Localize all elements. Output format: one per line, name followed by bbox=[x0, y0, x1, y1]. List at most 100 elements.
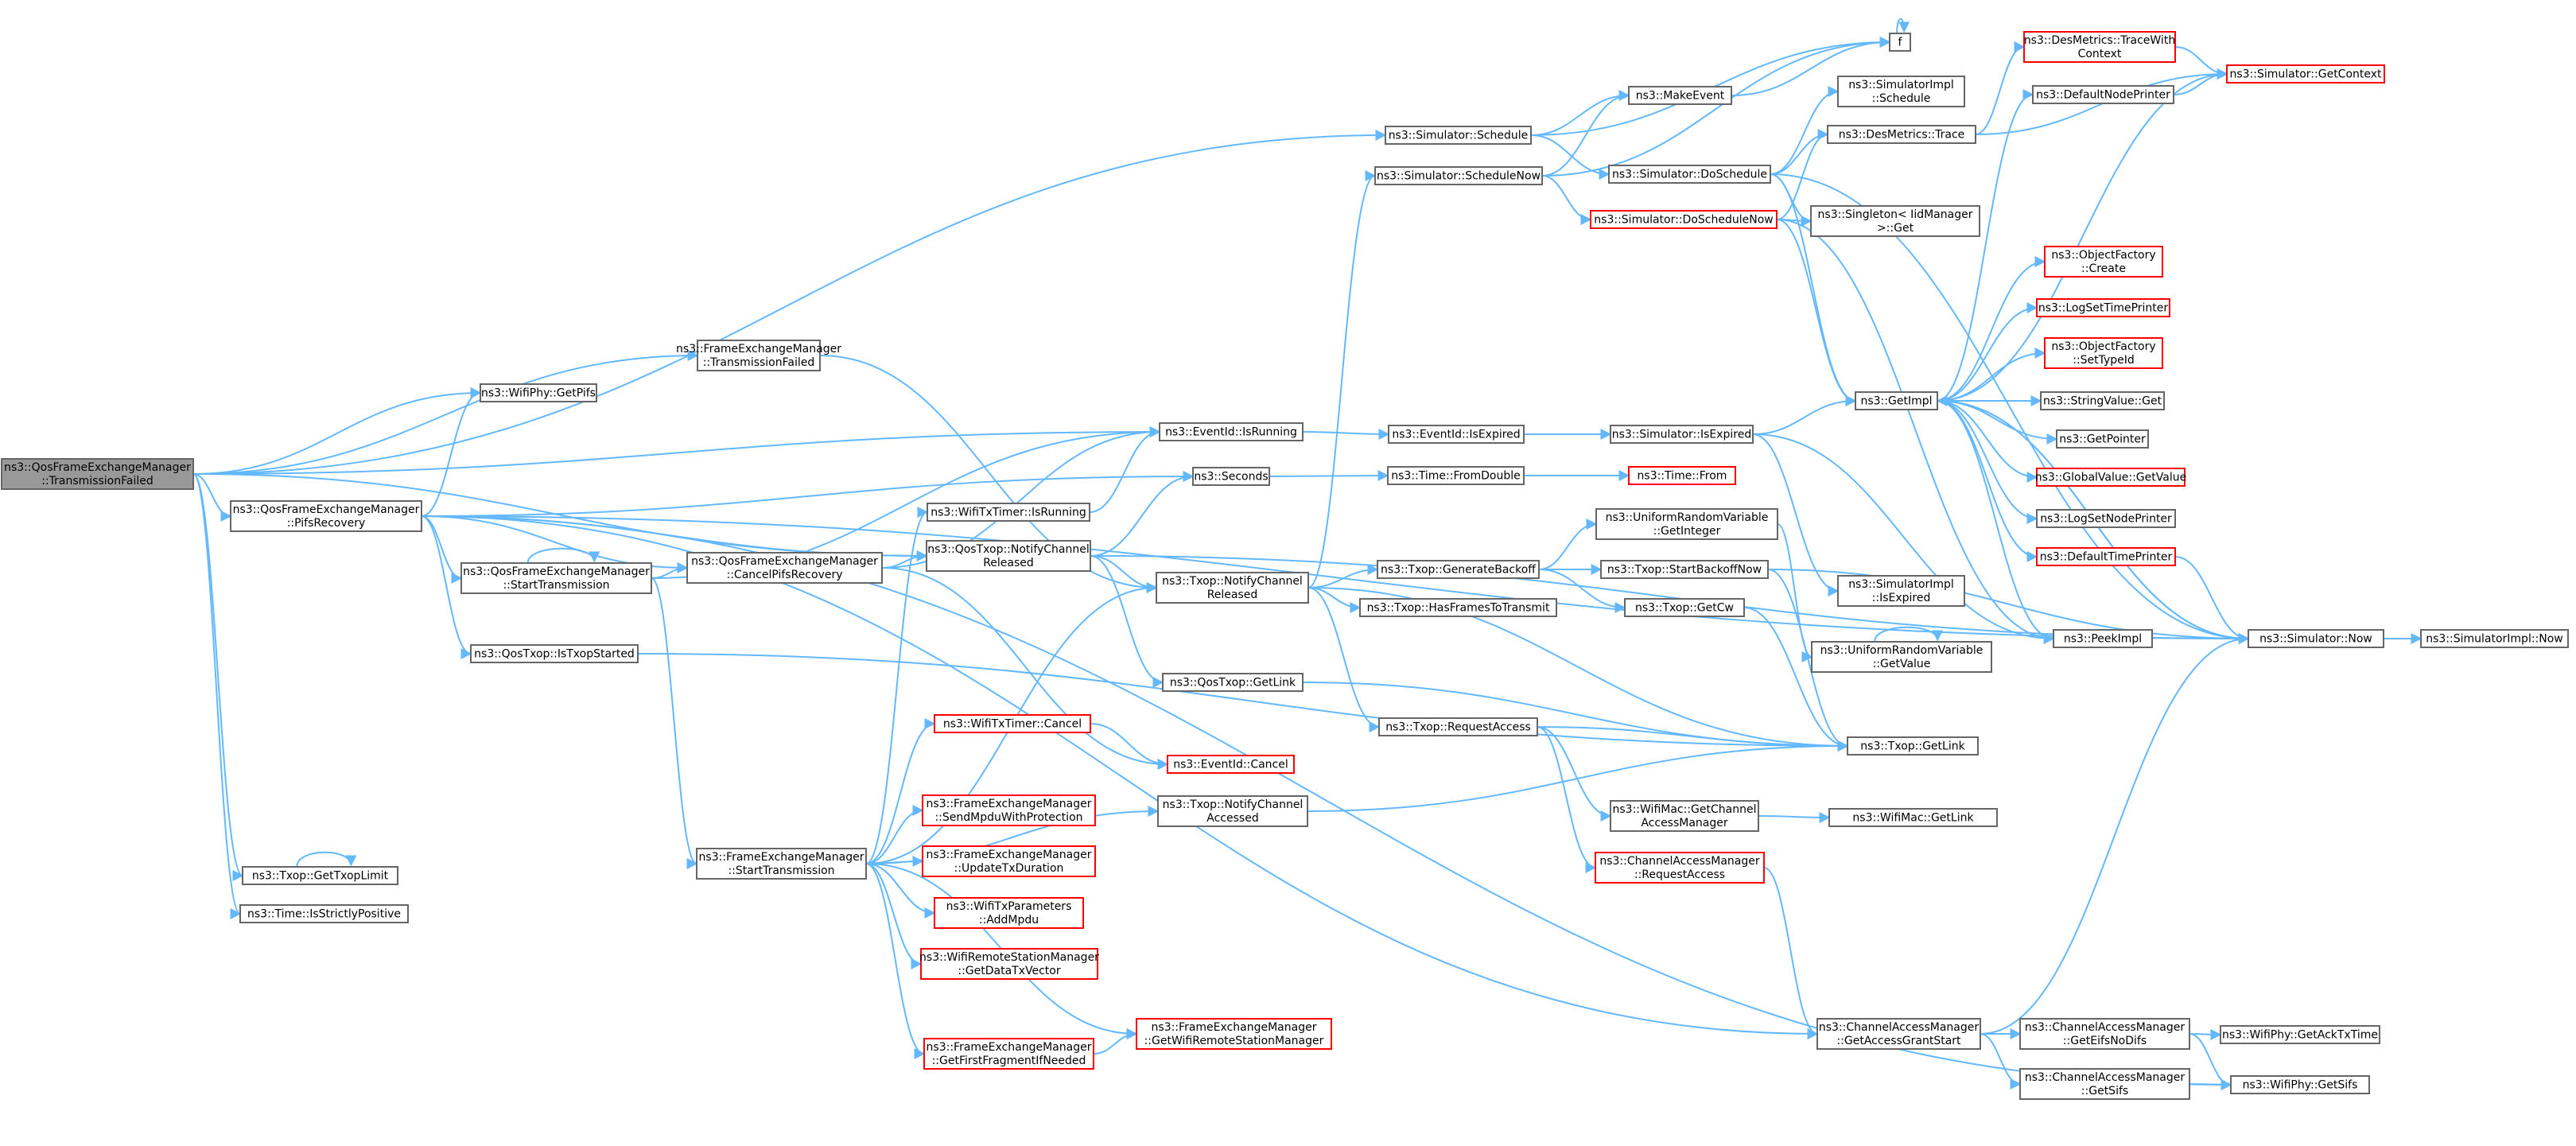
node-getacktxtime[interactable]: ns3::WifiPhy::GetAckTxTime bbox=[2220, 1025, 2380, 1044]
node-box bbox=[2420, 629, 2569, 648]
node-generatebackoff[interactable]: ns3::Txop::GenerateBackoff bbox=[1377, 560, 1540, 579]
node-fem_starttx[interactable]: ns3::FrameExchangeManager::StartTransmis… bbox=[696, 848, 867, 880]
node-label: ns3::Seconds bbox=[1194, 471, 1268, 484]
node-box bbox=[926, 540, 1091, 572]
node-istxopstarted[interactable]: ns3::QosTxop::IsTxopStarted bbox=[470, 644, 639, 663]
node-txop_getlink[interactable]: ns3::Txop::GetLink bbox=[1847, 736, 1979, 756]
node-label: ns3::Txop::NotifyChannel bbox=[1163, 798, 1304, 811]
node-simimpl_isexpired[interactable]: ns3::SimulatorImpl::IsExpired bbox=[1837, 575, 1965, 607]
node-getaccessgrantstart[interactable]: ns3::ChannelAccessManager::GetAccessGran… bbox=[1816, 1018, 1981, 1050]
node-requestaccess[interactable]: ns3::Txop::RequestAccess bbox=[1378, 717, 1538, 736]
node-seconds[interactable]: ns3::Seconds bbox=[1192, 467, 1270, 486]
node-simimpl_schedule[interactable]: ns3::SimulatorImpl::Schedule bbox=[1837, 76, 1965, 107]
node-getwrsm[interactable]: ns3::FrameExchangeManager::GetWifiRemote… bbox=[1136, 1018, 1332, 1050]
node-label: ns3::EventId::IsExpired bbox=[1392, 429, 1520, 441]
node-label: ns3::FrameExchangeManager bbox=[676, 343, 841, 355]
node-wifiphy_getpifs[interactable]: ns3::WifiPhy::GetPifs bbox=[480, 383, 597, 402]
node-pifsrecovery[interactable]: ns3::QosFrameExchangeManager::PifsRecove… bbox=[230, 500, 422, 532]
node-label: ns3::Txop::NotifyChannel bbox=[1162, 575, 1303, 588]
node-sim_now[interactable]: ns3::Simulator::Now bbox=[2248, 629, 2384, 648]
node-box bbox=[1159, 422, 1304, 441]
node-label: ::SetTypeId bbox=[2073, 354, 2135, 367]
node-cancelpifs[interactable]: ns3::QosFrameExchangeManager::CancelPifs… bbox=[686, 552, 883, 584]
node-hasframes[interactable]: ns3::Txop::HasFramesToTransmit bbox=[1359, 598, 1557, 617]
node-logsetnodeprinter[interactable]: ns3::LogSetNodePrinter bbox=[2036, 509, 2176, 528]
node-fem_txfailed[interactable]: ns3::FrameExchangeManager::TransmissionF… bbox=[676, 340, 841, 371]
node-f[interactable]: f bbox=[1889, 33, 1911, 52]
node-doschedulenow[interactable]: ns3::Simulator::DoScheduleNow bbox=[1590, 210, 1778, 229]
node-box bbox=[1192, 467, 1270, 486]
node-getvalue_rv[interactable]: ns3::UniformRandomVariable::GetValue bbox=[1811, 641, 1992, 673]
node-txtimer_isrunning[interactable]: ns3::WifiTxTimer::IsRunning bbox=[927, 503, 1090, 522]
node-box bbox=[2040, 391, 2165, 410]
node-sendmpdu[interactable]: ns3::FrameExchangeManager::SendMpduWithP… bbox=[922, 794, 1096, 826]
node-gettxoplimit[interactable]: ns3::Txop::GetTxopLimit bbox=[242, 866, 398, 885]
node-cam_requestaccess[interactable]: ns3::ChannelAccessManager::RequestAccess bbox=[1595, 852, 1765, 884]
node-geteifsnodifs[interactable]: ns3::ChannelAccessManager::GetEifsNoDifs bbox=[2019, 1018, 2190, 1050]
node-sim_schedulenow[interactable]: ns3::Simulator::ScheduleNow bbox=[1374, 166, 1543, 185]
node-label: f bbox=[1898, 37, 1903, 49]
node-getimpl[interactable]: ns3::GetImpl bbox=[1855, 391, 1938, 410]
node-getfirstfragment[interactable]: ns3::FrameExchangeManager::GetFirstFragm… bbox=[923, 1038, 1094, 1070]
node-getpointer[interactable]: ns3::GetPointer bbox=[2056, 429, 2149, 449]
node-getinteger[interactable]: ns3::UniformRandomVariable::GetInteger bbox=[1595, 508, 1778, 540]
node-label: Released bbox=[1207, 589, 1258, 601]
node-logsettimeprinter[interactable]: ns3::LogSetTimePrinter bbox=[2036, 298, 2170, 317]
node-startbackoff[interactable]: ns3::Txop::StartBackoffNow bbox=[1600, 560, 1769, 579]
node-doschedule[interactable]: ns3::Simulator::DoSchedule bbox=[1608, 165, 1771, 184]
node-getdatatxvector[interactable]: ns3::WifiRemoteStationManager::GetDataTx… bbox=[919, 948, 1099, 980]
node-sim_schedule[interactable]: ns3::Simulator::Schedule bbox=[1385, 126, 1532, 145]
node-qosfem_starttx[interactable]: ns3::QosFrameExchangeManager::StartTrans… bbox=[460, 562, 652, 594]
node-updatetxduration[interactable]: ns3::FrameExchangeManager::UpdateTxDurat… bbox=[922, 845, 1096, 877]
node-simimpl_now[interactable]: ns3::SimulatorImpl::Now bbox=[2420, 629, 2569, 648]
node-fromdouble[interactable]: ns3::Time::FromDouble bbox=[1387, 466, 1525, 485]
node-label: ns3::Simulator::DoSchedule bbox=[1612, 169, 1767, 181]
edge-root-to-eventid_isrunning bbox=[192, 426, 1161, 475]
node-globalvalue_getvalue[interactable]: ns3::GlobalValue::GetValue bbox=[2035, 468, 2186, 487]
node-root[interactable]: ns3::QosFrameExchangeManager::Transmissi… bbox=[1, 458, 194, 490]
node-eventid_cancel[interactable]: ns3::EventId::Cancel bbox=[1167, 755, 1295, 774]
node-label: ns3::QosTxop::IsTxopStarted bbox=[474, 648, 635, 661]
node-label: ns3::Simulator::GetContext bbox=[2229, 68, 2382, 81]
node-getcontext[interactable]: ns3::Simulator::GetContext bbox=[2226, 64, 2385, 84]
node-isstrictlypositive[interactable]: ns3::Time::IsStrictlyPositive bbox=[239, 904, 409, 923]
node-objfactory_settypeid[interactable]: ns3::ObjectFactory::SetTypeId bbox=[2044, 337, 2163, 369]
node-label: >::Get bbox=[1877, 222, 1914, 235]
node-box bbox=[460, 562, 652, 594]
node-wifimac_getlink[interactable]: ns3::WifiMac::GetLink bbox=[1828, 808, 1998, 827]
node-objfactory_create[interactable]: ns3::ObjectFactory::Create bbox=[2044, 246, 2163, 278]
node-label: ns3::FrameExchangeManager bbox=[927, 1041, 1092, 1054]
node-label: ::GetAccessGrantStart bbox=[1836, 1035, 1961, 1047]
node-dotrace[interactable]: ns3::DesMetrics::Trace bbox=[1827, 125, 1976, 144]
node-makeevent[interactable]: ns3::MakeEvent bbox=[1628, 86, 1732, 105]
node-defaultnodeprinter[interactable]: ns3::DefaultNodePrinter bbox=[2032, 85, 2174, 104]
node-sim_isexpired[interactable]: ns3::Simulator::IsExpired bbox=[1610, 425, 1754, 444]
node-stringvalue_get[interactable]: ns3::StringValue::Get bbox=[2040, 391, 2165, 410]
node-addmpdu[interactable]: ns3::WifiTxParameters::AddMpdu bbox=[934, 897, 1084, 929]
node-singleton[interactable]: ns3::Singleton< IidManager>::Get bbox=[1810, 205, 1980, 237]
edge-txtimer_cancel-to-eventid_cancel bbox=[1090, 723, 1169, 770]
node-getcw[interactable]: ns3::Txop::GetCw bbox=[1624, 598, 1745, 617]
edge-sim_schedulenow-to-makeevent bbox=[1541, 90, 1630, 177]
node-label: ns3::Txop::GetTxopLimit bbox=[252, 870, 389, 883]
node-peekimpl[interactable]: ns3::PeekImpl bbox=[2053, 629, 2153, 648]
node-defaulttimeprinter[interactable]: ns3::DefaultTimePrinter bbox=[2036, 547, 2176, 566]
edge-getimpl-to-globalvalue_getvalue bbox=[1937, 400, 2038, 483]
edge-notifyaccessed-to-txop_getlink bbox=[1307, 740, 1849, 812]
edge-doschedule-to-simimpl_schedule bbox=[1770, 86, 1840, 175]
node-qostxop_getlink[interactable]: ns3::QosTxop::GetLink bbox=[1162, 673, 1304, 692]
node-eventid_isrunning[interactable]: ns3::EventId::IsRunning bbox=[1159, 422, 1304, 441]
node-eventid_isexpired[interactable]: ns3::EventId::IsExpired bbox=[1388, 425, 1525, 444]
edge-root-to-sim_schedule bbox=[192, 130, 1387, 475]
node-txtimer_cancel[interactable]: ns3::WifiTxTimer::Cancel bbox=[934, 714, 1091, 733]
node-timefrom[interactable]: ns3::Time::From bbox=[1628, 466, 1736, 485]
node-wifiphy_getsifs[interactable]: ns3::WifiPhy::GetSifs bbox=[2230, 1075, 2370, 1094]
node-getsifs_cam[interactable]: ns3::ChannelAccessManager::GetSifs bbox=[2019, 1068, 2190, 1100]
edge-getimpl-to-peekimpl bbox=[1937, 400, 2055, 644]
node-box bbox=[1156, 572, 1309, 604]
